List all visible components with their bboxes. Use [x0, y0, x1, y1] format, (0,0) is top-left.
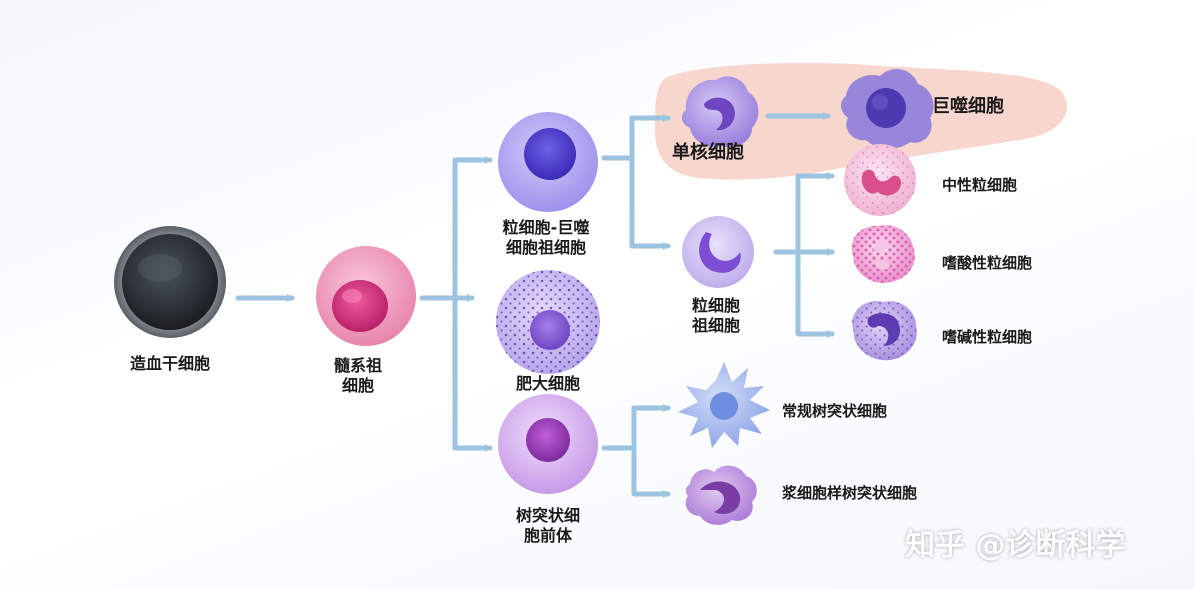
label-monocyte: 单核细胞 — [672, 142, 744, 163]
label-line-1: 树突状细 — [515, 506, 581, 525]
watermark: 知乎 @诊断科学 — [905, 528, 1126, 563]
plasmacytoid-dendritic-cell — [685, 465, 757, 525]
hematopoietic-stem-cell — [114, 226, 226, 338]
label-granulocyte-progenitor: 粒细胞 祖细胞 — [692, 296, 740, 336]
granulocyte-macrophage-progenitor-cell — [498, 112, 598, 212]
label-neutrophil: 中性粒细胞 — [942, 176, 1018, 194]
conventional-dendritic-cell — [678, 362, 770, 448]
dendritic-precursor-cell — [498, 394, 598, 494]
granulocyte-progenitor-cell — [682, 216, 754, 288]
label-dendritic-precursor: 树突状细 胞前体 — [516, 506, 580, 546]
basophil-cell — [852, 300, 917, 361]
connectors — [235, 112, 835, 498]
label-conventional-dc: 常规树突状细胞 — [782, 402, 888, 420]
monocyte-cell — [681, 76, 759, 148]
label-line-2: 祖细胞 — [691, 316, 741, 335]
label-macrophage: 巨噬细胞 — [932, 96, 1004, 117]
label-eosinophil: 嗜酸性粒细胞 — [942, 254, 1033, 272]
label-hematopoietic-stem-cell: 造血干细胞 — [129, 354, 211, 373]
label-line-2: 胞前体 — [523, 526, 573, 545]
mast-cell — [496, 270, 600, 374]
myeloid-progenitor-cell — [316, 246, 416, 346]
label-mast-cell: 肥大细胞 — [515, 374, 581, 393]
label-line-2: 细胞祖细胞 — [505, 238, 586, 257]
label-plasmacytoid-dc: 浆细胞样树突状细胞 — [782, 484, 918, 502]
label-myeloid-progenitor: 髓系祖 细胞 — [334, 356, 382, 396]
label-line-1: 髓系祖 — [333, 356, 383, 375]
macrophage-cell — [841, 69, 934, 149]
label-line-2: 细胞 — [341, 376, 375, 395]
label-basophil: 嗜碱性粒细胞 — [942, 328, 1033, 346]
neutrophil-cell — [844, 144, 916, 216]
label-line-1: 粒细胞 — [691, 296, 741, 315]
label-line-1: 粒细胞-巨噬 — [502, 218, 590, 237]
label-gmp: 粒细胞-巨噬 细胞祖细胞 — [503, 218, 590, 258]
eosinophil-cell — [851, 225, 915, 283]
